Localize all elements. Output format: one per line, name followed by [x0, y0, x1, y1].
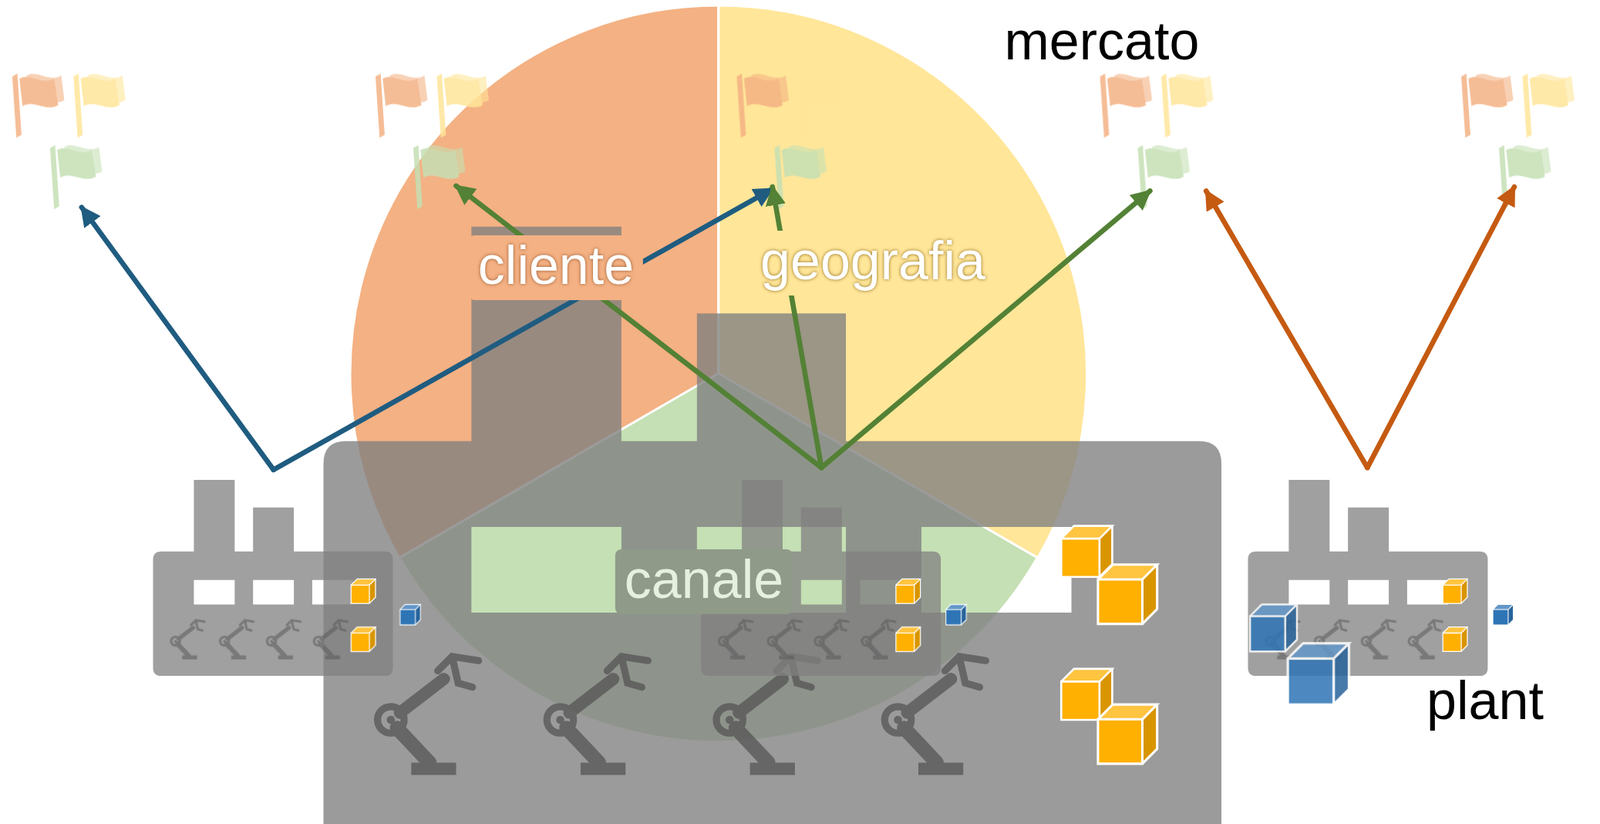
- robot-arm: [266, 619, 300, 660]
- cube: [1098, 564, 1158, 624]
- sector-fill: [399, 373, 1038, 742]
- robot-arm: [377, 656, 479, 775]
- robot-arm: [1266, 619, 1300, 660]
- flag: [1138, 144, 1190, 209]
- big-cubes: [1061, 525, 1157, 764]
- flag: [1522, 73, 1574, 138]
- small-factory: [1247, 479, 1488, 676]
- cube: [1492, 603, 1513, 624]
- robot-arm: [313, 619, 347, 660]
- flag: [375, 73, 428, 138]
- flag: [73, 73, 125, 138]
- cube: [1287, 643, 1349, 704]
- cube: [1061, 668, 1112, 720]
- flag: [1161, 73, 1213, 138]
- sector-label: cliente: [468, 235, 644, 300]
- robot-arm: [1314, 619, 1348, 660]
- robot-arm: [171, 619, 205, 660]
- arrow: [1205, 190, 1368, 468]
- flag: [12, 73, 64, 138]
- cube: [1442, 626, 1468, 652]
- robot-arm: [219, 619, 253, 660]
- label-text: plant: [1426, 673, 1544, 728]
- cube: [1249, 603, 1297, 651]
- label-text: mercato: [1004, 13, 1200, 68]
- flag: [1461, 73, 1513, 138]
- cube: [1442, 578, 1468, 603]
- sector-label: geografia: [751, 230, 995, 296]
- arrow: [81, 207, 274, 470]
- robot-arm: [1361, 619, 1395, 660]
- flag: [1100, 73, 1152, 138]
- flag: [50, 144, 102, 209]
- cube: [350, 626, 376, 652]
- cube: [1061, 525, 1112, 577]
- sector-label: canale: [615, 549, 793, 614]
- cube: [400, 603, 421, 624]
- pie-sector: canale: [399, 373, 1038, 742]
- small-factory: [153, 479, 394, 676]
- flag: [1498, 144, 1551, 209]
- arrow: [1367, 186, 1515, 468]
- cube: [1098, 704, 1158, 764]
- cube: [350, 578, 376, 603]
- robot-arm: [1408, 619, 1442, 660]
